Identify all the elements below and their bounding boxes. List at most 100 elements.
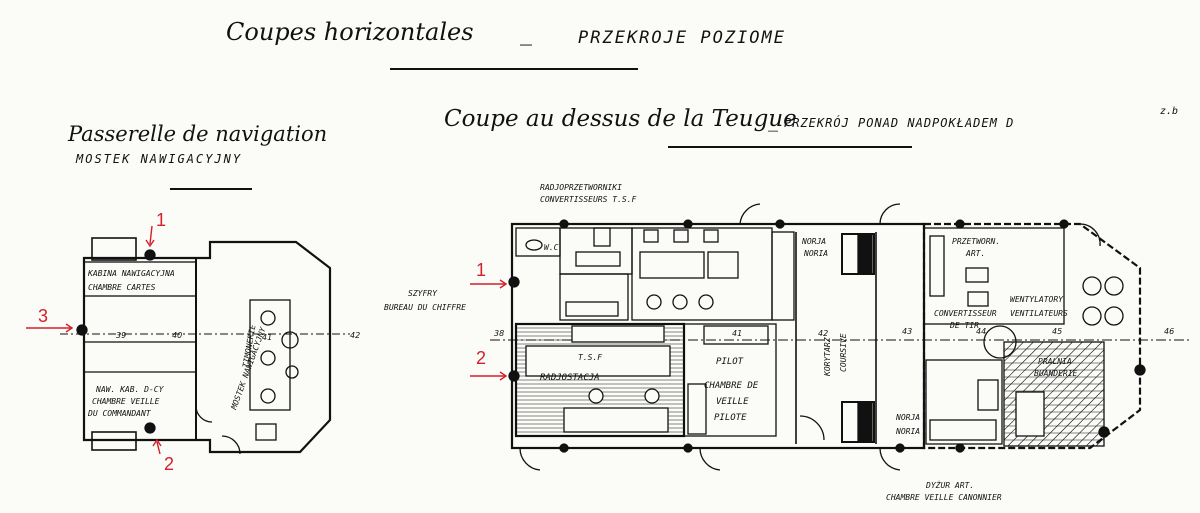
hatch-line <box>1046 388 1105 447</box>
porthole-3 <box>559 219 569 229</box>
left-marker-1-arrowhead <box>145 239 155 248</box>
cipher-desk <box>565 301 619 317</box>
radio-desk <box>525 345 671 377</box>
right-marker-2-number: 2 <box>476 348 486 368</box>
gunner-locker <box>977 379 999 411</box>
bridge-instrument-2 <box>260 350 276 366</box>
left-marker-1: 1 <box>145 210 166 248</box>
frame-42-right: 42 <box>818 329 828 338</box>
label-pilot-2: CHAMBRE DE <box>704 381 759 391</box>
label-przetworn-1: PRZETWORN. <box>952 237 1000 246</box>
ventilator-4 <box>1104 306 1124 326</box>
label-convertisseur-1: CONVERTISSEUR <box>934 309 997 318</box>
frame-46: 46 <box>1164 327 1174 336</box>
pilot-cabin <box>683 323 777 437</box>
pantry <box>771 231 795 321</box>
laundry-room <box>1003 341 1105 447</box>
laundry-machine <box>1015 391 1045 437</box>
bridge-door-swing-1 <box>221 435 241 455</box>
noria-top-hatch <box>857 233 873 275</box>
frame-38: 38 <box>494 329 504 338</box>
label-noria-bot-2: NORIA <box>895 427 920 436</box>
porthole-6 <box>955 219 965 229</box>
label-tsf: T.S.F <box>578 353 602 362</box>
porthole-1 <box>508 276 520 288</box>
main-title-dash: _ <box>520 18 532 46</box>
bridge-plan <box>60 237 350 455</box>
door-swing-6 <box>799 415 825 441</box>
right-plan-title-sup: z.b <box>1160 106 1179 117</box>
label-naw-kab-1: NAW. KAB. D-CY <box>95 385 165 394</box>
hatch-line <box>1056 398 1105 447</box>
radio-rack <box>563 407 669 433</box>
label-noria-top-2: NORIA <box>803 249 828 258</box>
frame-39: 39 <box>116 331 126 340</box>
porthole-5 <box>775 219 785 229</box>
radio-panel <box>571 325 665 343</box>
hatch-line <box>1003 341 1034 372</box>
label-convertisseur-2: DE TIR <box>949 321 979 330</box>
left-marker-2: 2 <box>152 438 174 474</box>
door-swing-1 <box>739 203 761 225</box>
door-swing-7 <box>1079 223 1101 247</box>
door-swing-5 <box>879 447 901 471</box>
frame-41-left: 41 <box>262 333 272 342</box>
porthole-2 <box>508 370 520 382</box>
mess-stool-1 <box>646 294 662 310</box>
frame-44: 44 <box>976 327 986 336</box>
frame-42-left: 42 <box>350 331 360 340</box>
label-szyfry-1: SZYFRY <box>408 289 438 298</box>
label-pilot-4: PILOTE <box>714 413 747 423</box>
hatch-line <box>1003 341 1024 362</box>
label-radjo-2: CONVERTISSEURS T.S.F <box>540 195 637 204</box>
mess-stool-3 <box>698 294 714 310</box>
label-radjo-1: RADJOPRZETWORNIKI <box>540 183 622 192</box>
left-marker-1-arrow <box>149 225 153 245</box>
porthole-13 <box>1134 364 1146 376</box>
label-pralnia-1: PRALNIA <box>1038 357 1072 366</box>
ventilator-2 <box>1104 276 1124 296</box>
converter-art-room <box>923 227 1065 325</box>
label-pilot-3: VEILLE <box>716 397 749 407</box>
noria-bottom-hatch <box>857 401 873 443</box>
left-marker-2-arrowhead <box>152 438 162 447</box>
pilot-bunk <box>703 325 769 345</box>
cabinet-3 <box>703 229 719 243</box>
right-marker-2-arrowhead <box>499 371 508 381</box>
frame-41-right: 41 <box>732 329 742 338</box>
converter-machine-2 <box>967 291 989 307</box>
bridge-deck-block-bottom <box>91 431 137 451</box>
main-title-underline <box>390 68 638 70</box>
hatch-line <box>1036 378 1105 447</box>
main-title-fr: Coupes horizontales <box>226 18 474 46</box>
hatch-line <box>1003 341 1044 382</box>
bridge-porthole-top <box>144 249 156 261</box>
label-naw-kab-3: DU COMMANDANT <box>87 409 152 418</box>
left-marker-3: 3 <box>26 306 74 333</box>
label-coursive: COURSIVE <box>839 333 848 372</box>
porthole-10 <box>895 443 905 453</box>
left-plan-title-underline <box>170 188 252 190</box>
porthole-4 <box>683 219 693 229</box>
label-kabina: KABINA NAWIGACYJNA <box>87 269 175 278</box>
right-plan-title-dash: _ <box>768 108 778 132</box>
chart-room-box <box>83 261 197 297</box>
bridge-porthole-side <box>76 324 88 336</box>
wc-bowl <box>525 239 543 251</box>
porthole-9 <box>683 443 693 453</box>
label-wc: W.C <box>544 243 559 252</box>
label-chambre-cartes: CHAMBRE CARTES <box>88 283 156 292</box>
gunner-bunk <box>929 419 997 441</box>
label-naw-kab-2: CHAMBRE VEILLE <box>92 397 160 406</box>
frame-40: 40 <box>172 331 182 340</box>
label-dyzur-1: DYŻUR ART. <box>925 480 974 490</box>
forecastle-plan <box>490 203 1190 471</box>
door-swing-3 <box>519 447 541 471</box>
right-marker-1-arrowhead <box>499 279 508 289</box>
label-pralnia-2: BUANDERIE <box>1034 369 1078 378</box>
main-title-pl: PRZEKROJE POZIOME <box>578 28 786 48</box>
hatch-line <box>1003 341 1054 392</box>
right-marker-1: 1 <box>470 260 508 289</box>
bridge-instrument-3 <box>260 388 276 404</box>
hatch-line <box>1076 418 1105 447</box>
